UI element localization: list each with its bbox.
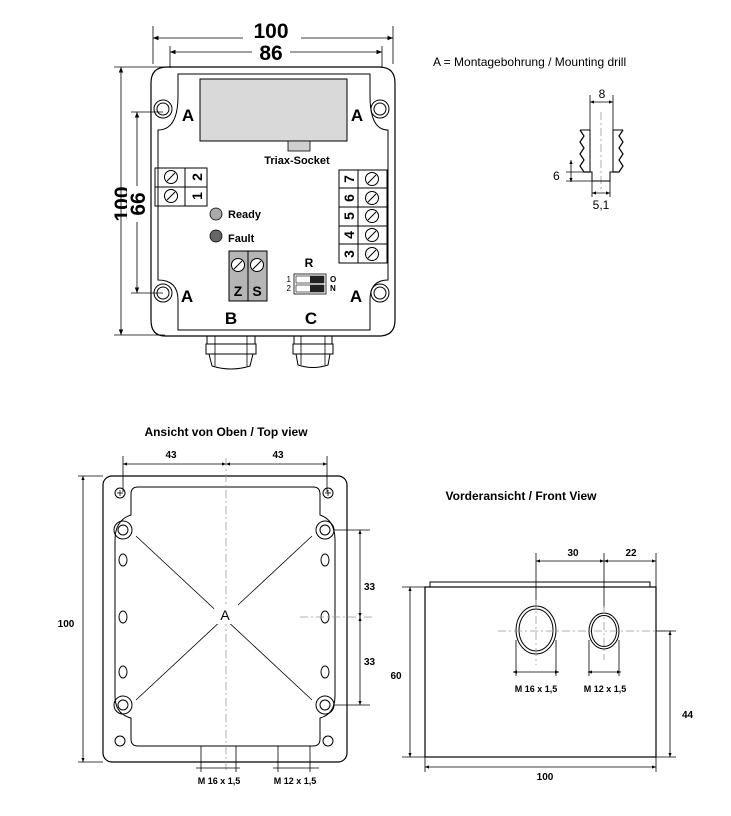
lid-outline [157,73,389,331]
gland-label-c: C [305,309,317,328]
dim-6-label: 6 [553,169,560,183]
width-86-label: 86 [259,42,282,65]
terminal-left-1: 1 [189,192,205,200]
screw-icon [250,258,264,272]
mount-hole-br [370,283,390,303]
dim-100-front-label: 100 [537,772,554,783]
counterbore [584,171,619,182]
terminal-right-5: 5 [341,212,357,220]
dim-label-bg [127,186,147,222]
screw-icon [164,170,178,184]
display-window [199,78,348,142]
mounting-drill-detail: A = Montagebohrung / Mounting drill 8 6 … [433,55,626,212]
dim-label-bg [252,42,290,62]
switch-on-o: O [330,275,336,284]
zs-terminal-block [228,250,268,302]
screw-icon [365,172,379,186]
height-66-label: 66 [127,192,150,215]
front-view-title: Vorderansicht / Front View [446,489,598,503]
fault-led-icon [209,229,223,243]
triax-socket [287,140,311,152]
front-view: Vorderansicht / Front View 30 22 M 16 x … [390,489,693,783]
triax-socket-label: Triax-Socket [264,155,330,167]
dim-44-label: 44 [682,710,694,721]
mount-label-tr: A [351,106,363,125]
terminal-left-2: 2 [189,173,205,181]
label-bg [214,604,238,624]
dip-switch [293,273,327,295]
mount-label-bl: A [181,287,193,306]
terminal-block-left [154,167,208,207]
switch-title: R [305,256,314,270]
screw-icon [365,228,379,242]
top-view-outline [102,475,348,763]
mount-label-tl: A [182,106,194,125]
thread-profile [579,129,624,173]
terminal-right-6: 6 [341,194,357,202]
width-100-label: 100 [253,20,288,43]
front-view-lid [429,581,651,588]
cable-gland-c [292,335,334,368]
dim-8-label: 8 [599,87,606,101]
screw-icon [231,258,245,272]
top-view-holes [113,487,335,747]
dim-60-label: 60 [390,671,402,682]
dim-100-label: 100 [58,619,75,630]
mounting-legend: A = Montagebohrung / Mounting drill [433,55,626,69]
top-view: Ansicht von Oben / Top view 43 43 100 [58,425,376,786]
top-view-gland-m16: M 16 x 1,5 [198,776,241,786]
screw-icon [365,191,379,205]
dim-33-lower-label: 33 [364,657,376,668]
terminal-right-3: 3 [341,250,357,258]
mount-hole-tr [370,99,390,119]
ready-led-label: Ready [228,209,262,221]
dim-43-right-label: 43 [272,450,284,461]
front-gland-m16-label: M 16 x 1,5 [515,684,558,694]
enclosure-outline [150,66,396,337]
enclosure-drawing: 100 86 100 66 A A A A [111,18,396,370]
cable-gland-b [205,335,257,370]
terminal-z-label: Z [234,283,243,299]
top-view-title: Ansicht von Oben / Top view [144,425,308,439]
dim-51-label: 5,1 [593,198,610,212]
terminal-block-right [338,169,388,264]
dim-22-label: 22 [625,548,637,559]
front-gland-m12 [588,606,620,660]
terminal-right-4: 4 [341,231,357,239]
mount-hole-bl [153,283,173,303]
front-gland-m16 [515,600,557,665]
gland-label-b: B [225,309,237,328]
front-gland-m12-label: M 12 x 1,5 [584,684,627,694]
terminal-right-7: 7 [341,175,357,183]
dim-30-label: 30 [567,548,579,559]
terminal-s-label: S [252,283,261,299]
screw-icon [365,209,379,223]
front-view-body [424,586,657,758]
dim-label-bg [243,18,301,46]
screw-icon [365,247,379,261]
ready-led-icon [209,207,223,221]
mount-hole-tl [153,99,173,119]
mount-label-br: A [350,287,362,306]
top-view-center-label: A [220,607,230,623]
switch-row-2: 2 [287,284,292,293]
screw-icon [164,189,178,203]
switch-on-n: N [330,284,336,293]
dim-33-upper-label: 33 [364,582,376,593]
fault-led-label: Fault [228,233,255,245]
top-view-gland-m12: M 12 x 1,5 [274,776,317,786]
dim-43-left-label: 43 [165,450,177,461]
top-view-lid [114,486,336,747]
switch-row-1: 1 [287,275,292,284]
